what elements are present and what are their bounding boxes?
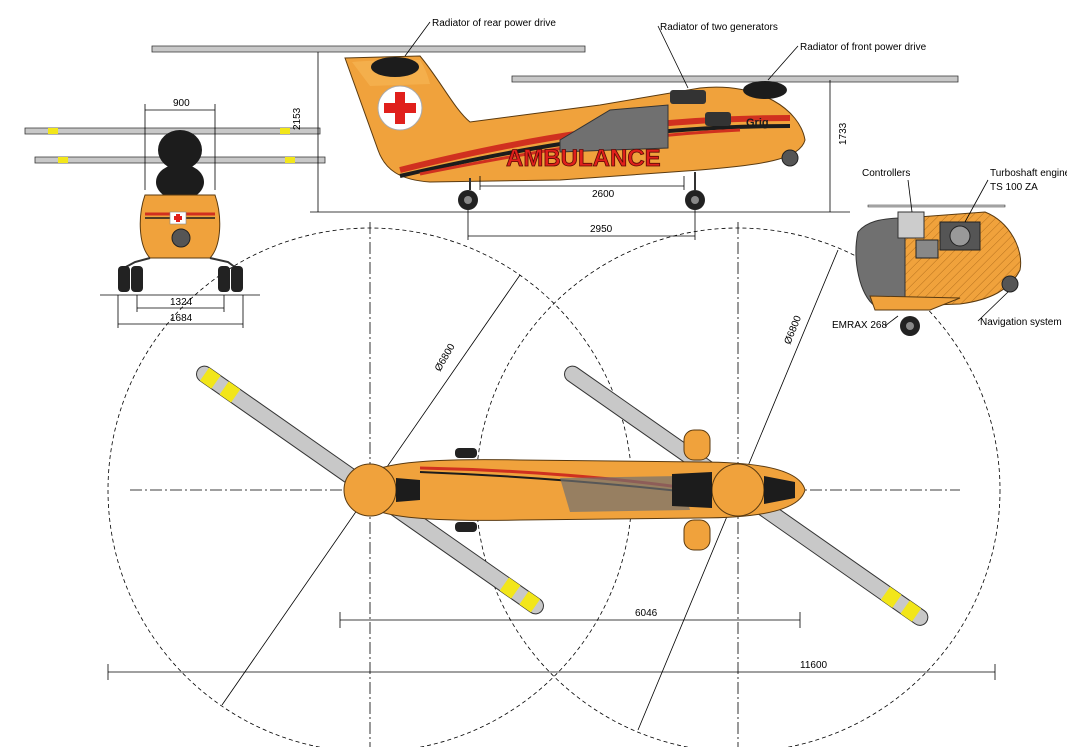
label-rear-radiator: Radiator of rear power drive (432, 18, 556, 29)
label-two-generators: Radiator of two generators (660, 22, 778, 33)
label-front-radiator: Radiator of front power drive (800, 42, 927, 53)
controllers-box (897, 211, 925, 239)
cutaway-view: Controllers Turboshaft engine TS 100 ZA … (832, 168, 1067, 336)
rotor-spacing-label: 6046 (635, 608, 658, 619)
label-turboshaft-model: TS 100 ZA (990, 182, 1038, 193)
height-rear-label: 2153 (292, 107, 303, 130)
front-rotor-blade-side (511, 75, 959, 83)
fuselage-side (344, 55, 806, 183)
rear-rotor-blades (196, 365, 544, 615)
label-controllers: Controllers (862, 168, 910, 179)
fuselage-top (343, 429, 806, 551)
rear-rotor-blade-side (151, 45, 586, 53)
top-view: Ø6800 Ø6800 (107, 222, 1001, 747)
rear-diameter-label: Ø6800 (433, 342, 458, 374)
label-turboshaft: Turboshaft engine (990, 168, 1067, 179)
label-navigation: Navigation system (980, 317, 1062, 328)
wheelbase-inner-label: 2600 (592, 189, 615, 200)
front-width-label: 900 (173, 98, 190, 109)
overall-length-label: 11600 (800, 660, 828, 671)
wheelbase-outer-label: 2950 (590, 224, 613, 235)
ambulance-text: AMBULANCE (506, 145, 661, 172)
label-emrax: EMRAX 268 (832, 320, 887, 331)
front-diameter-label: Ø6800 (783, 314, 805, 346)
cutaway-body (904, 211, 1022, 307)
brand-logo-text: Grig (746, 117, 769, 129)
side-window (559, 104, 669, 153)
track-inner-label: 1324 (170, 297, 193, 308)
height-front-label: 1733 (838, 122, 849, 145)
front-view: 900 1324 1684 (24, 98, 326, 328)
track-outer-label: 1684 (170, 313, 193, 324)
cockpit-window (705, 112, 731, 126)
side-view: AMBULANCE Grig 2153 1733 2600 2950 Radia… (151, 18, 959, 240)
